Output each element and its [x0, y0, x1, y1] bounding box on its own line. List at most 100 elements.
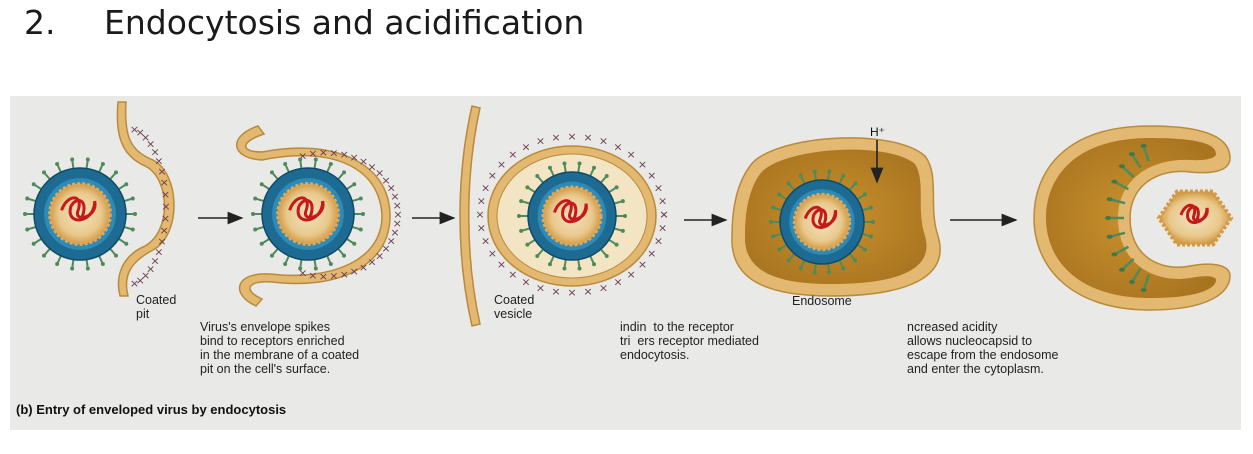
svg-text:×: ×: [647, 247, 656, 260]
svg-text:×: ×: [393, 217, 402, 230]
h-plus-label: H⁺: [870, 125, 885, 139]
svg-text:×: ×: [150, 255, 159, 268]
svg-text:×: ×: [146, 263, 155, 276]
svg-text:×: ×: [359, 155, 368, 168]
svg-text:×: ×: [654, 181, 663, 194]
svg-text:×: ×: [536, 135, 545, 148]
svg-text:×: ×: [475, 208, 484, 221]
svg-text:×: ×: [329, 270, 338, 283]
svg-text:×: ×: [160, 176, 169, 189]
svg-text:×: ×: [658, 194, 667, 207]
svg-text:×: ×: [613, 276, 622, 289]
svg-text:×: ×: [658, 222, 667, 235]
coated-vesicle-label: Coated vesicle: [494, 293, 535, 321]
svg-text:×: ×: [477, 194, 486, 207]
svg-text:×: ×: [350, 151, 359, 164]
svg-text:×: ×: [488, 247, 497, 260]
svg-text:×: ×: [367, 256, 376, 269]
stage-release: [1033, 125, 1234, 311]
svg-text:×: ×: [477, 222, 486, 235]
endosome-label: Endosome: [792, 294, 852, 308]
step-description: ncreased acidity allows nucleocapsid to …: [907, 320, 1059, 376]
svg-text:×: ×: [319, 270, 328, 283]
svg-text:×: ×: [583, 285, 592, 298]
svg-text:×: ×: [350, 265, 359, 278]
svg-text:×: ×: [497, 258, 506, 271]
released-spikes: [1105, 143, 1150, 293]
svg-text:×: ×: [367, 160, 376, 173]
svg-text:×: ×: [298, 267, 307, 280]
svg-text:×: ×: [381, 242, 390, 255]
endocytosis-figure: ××××××××××××××××××× ××××××××××××××××××××…: [10, 96, 1241, 430]
svg-text:×: ×: [157, 235, 166, 248]
endocytosis-diagram: ××××××××××××××××××× ××××××××××××××××××××…: [23, 101, 1234, 327]
svg-text:×: ×: [627, 268, 636, 281]
svg-text:×: ×: [393, 199, 402, 212]
svg-text:×: ×: [161, 200, 170, 213]
svg-text:×: ×: [567, 130, 576, 143]
step-description: Virus's envelope spikes bind to receptor…: [200, 320, 360, 376]
clathrin-coat: ×××××××××××××××××××××××××××××××××××××: [475, 130, 668, 299]
svg-text:×: ×: [319, 146, 328, 159]
svg-text:×: ×: [375, 249, 384, 262]
svg-text:×: ×: [393, 208, 402, 221]
svg-text:×: ×: [381, 174, 390, 187]
svg-text:×: ×: [488, 169, 497, 182]
virion: [251, 157, 365, 271]
svg-text:×: ×: [508, 268, 517, 281]
svg-text:×: ×: [647, 169, 656, 182]
svg-text:×: ×: [551, 285, 560, 298]
svg-text:×: ×: [154, 155, 163, 168]
stage-coated-pit: ×××××××××××××××××××: [23, 101, 175, 297]
slide-heading: 2. Endocytosis and acidification: [0, 0, 700, 50]
svg-text:×: ×: [521, 140, 530, 153]
svg-text:×: ×: [654, 235, 663, 248]
virion: [23, 157, 137, 271]
heading-title: Endocytosis and acidification: [104, 3, 585, 42]
svg-text:×: ×: [390, 226, 399, 239]
svg-text:×: ×: [308, 147, 317, 160]
svg-text:×: ×: [136, 126, 145, 139]
plasma-membrane: [459, 105, 481, 327]
stage-coated-vesicle: ×××××××××××××××××××××××××××××××××××××: [459, 105, 669, 327]
svg-text:×: ×: [599, 281, 608, 294]
svg-text:×: ×: [298, 149, 307, 162]
svg-text:×: ×: [508, 148, 517, 161]
svg-text:×: ×: [638, 258, 647, 271]
svg-text:×: ×: [627, 148, 636, 161]
svg-text:×: ×: [390, 190, 399, 203]
plasma-membrane: [236, 125, 391, 307]
svg-text:×: ×: [481, 235, 490, 248]
heading-number: 2.: [24, 3, 56, 42]
virion: [769, 169, 875, 275]
step-description: indin to the receptor tri ers receptor m…: [620, 320, 759, 362]
virion: [517, 161, 627, 271]
svg-text:×: ×: [340, 148, 349, 161]
coated-pit-label: Coated pit: [136, 293, 177, 321]
clathrin-coat: ×××××××××××××××××××××××××××: [298, 146, 402, 283]
svg-text:×: ×: [160, 224, 169, 237]
nucleocapsid: [1156, 189, 1234, 247]
svg-text:×: ×: [659, 208, 668, 221]
svg-text:×: ×: [141, 131, 150, 144]
svg-text:×: ×: [150, 145, 159, 158]
svg-text:×: ×: [638, 158, 647, 171]
svg-text:×: ×: [146, 137, 155, 150]
clathrin-coat: ×××××××××××××××××××: [130, 123, 171, 290]
svg-text:×: ×: [599, 135, 608, 148]
svg-text:×: ×: [481, 181, 490, 194]
stage-invagination: ×××××××××××××××××××××××××××: [236, 125, 403, 307]
svg-text:×: ×: [387, 234, 396, 247]
svg-text:×: ×: [536, 281, 545, 294]
svg-text:×: ×: [329, 146, 338, 159]
svg-text:×: ×: [613, 140, 622, 153]
svg-text:×: ×: [130, 277, 139, 290]
svg-text:×: ×: [387, 182, 396, 195]
svg-text:×: ×: [154, 245, 163, 258]
svg-text:×: ×: [583, 131, 592, 144]
plasma-membrane: [116, 101, 175, 297]
svg-text:×: ×: [375, 167, 384, 180]
svg-text:×: ×: [567, 286, 576, 299]
svg-text:×: ×: [141, 269, 150, 282]
stage-endosome: H⁺: [731, 125, 941, 297]
